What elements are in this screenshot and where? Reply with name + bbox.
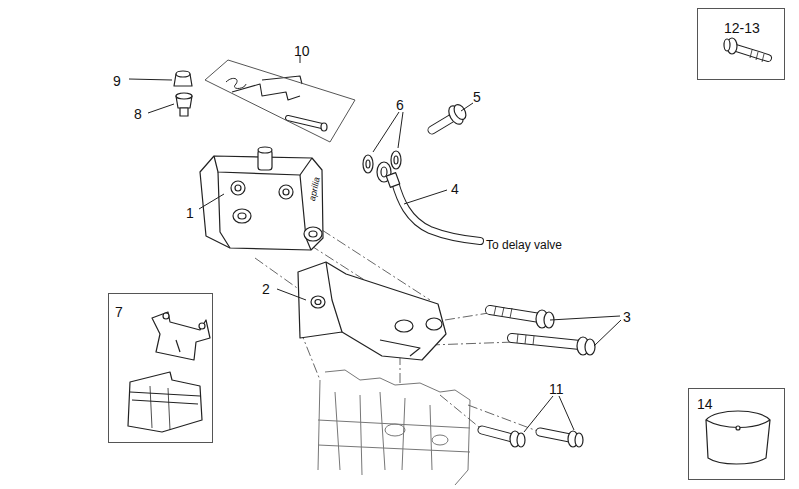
- inset-box: 14: [688, 388, 785, 480]
- brake-caliper: [200, 147, 323, 250]
- callout-number: 4: [451, 180, 459, 198]
- kit-box: 10: [198, 40, 362, 148]
- bracket-bolt: [490, 306, 595, 355]
- callout-number: 14: [697, 397, 713, 411]
- callout-number: 7: [115, 305, 123, 319]
- inset-box: 12-13: [697, 8, 785, 80]
- kit-outline: [205, 60, 355, 142]
- callout-number: 3: [623, 310, 631, 324]
- callout-number: 11: [549, 382, 564, 396]
- callout-number: 2: [262, 282, 270, 296]
- brake-hose: [377, 162, 480, 241]
- callout-number: 11: [549, 380, 564, 398]
- caliper-bracket: [298, 262, 446, 360]
- callout-number: 8: [134, 107, 142, 121]
- callout-number: 4: [451, 182, 459, 196]
- bleeder-cap: [174, 71, 192, 86]
- frame-outline: [318, 370, 470, 485]
- pad-pin-set: [226, 76, 327, 131]
- kit-box: 7: [108, 293, 213, 443]
- callout-number: 10: [294, 44, 310, 58]
- callout-number: 5: [473, 90, 481, 104]
- callout-number: 1: [186, 206, 194, 220]
- alignment-line: [255, 230, 540, 432]
- callout-number: 6: [396, 96, 404, 114]
- screw: [724, 38, 768, 62]
- leader-line: [129, 56, 621, 432]
- logo-text: aprilia: [308, 177, 322, 202]
- callout-number: 12-13: [724, 21, 760, 35]
- callout-number: 1: [186, 204, 194, 222]
- callout-number: 9: [113, 74, 121, 88]
- callout-number: 5: [473, 88, 481, 106]
- sealing-washer: [363, 151, 401, 173]
- callout-number: 9: [113, 72, 121, 90]
- mount-bolt: [482, 430, 583, 447]
- note-text: To delay valve: [486, 239, 562, 251]
- parts-bag: [706, 411, 770, 464]
- banjo-bolt: [432, 103, 468, 130]
- callout-number: 2: [262, 280, 270, 298]
- kit-outline: [198, 40, 362, 148]
- note-text: To delay valve: [486, 235, 562, 253]
- callout-number: 6: [396, 98, 404, 112]
- bleeder-valve: [176, 93, 192, 116]
- callout-number: 3: [623, 308, 631, 326]
- brake-pads: [128, 312, 210, 432]
- logo-text: aprilia: [308, 193, 332, 211]
- callout-number: 8: [134, 105, 142, 123]
